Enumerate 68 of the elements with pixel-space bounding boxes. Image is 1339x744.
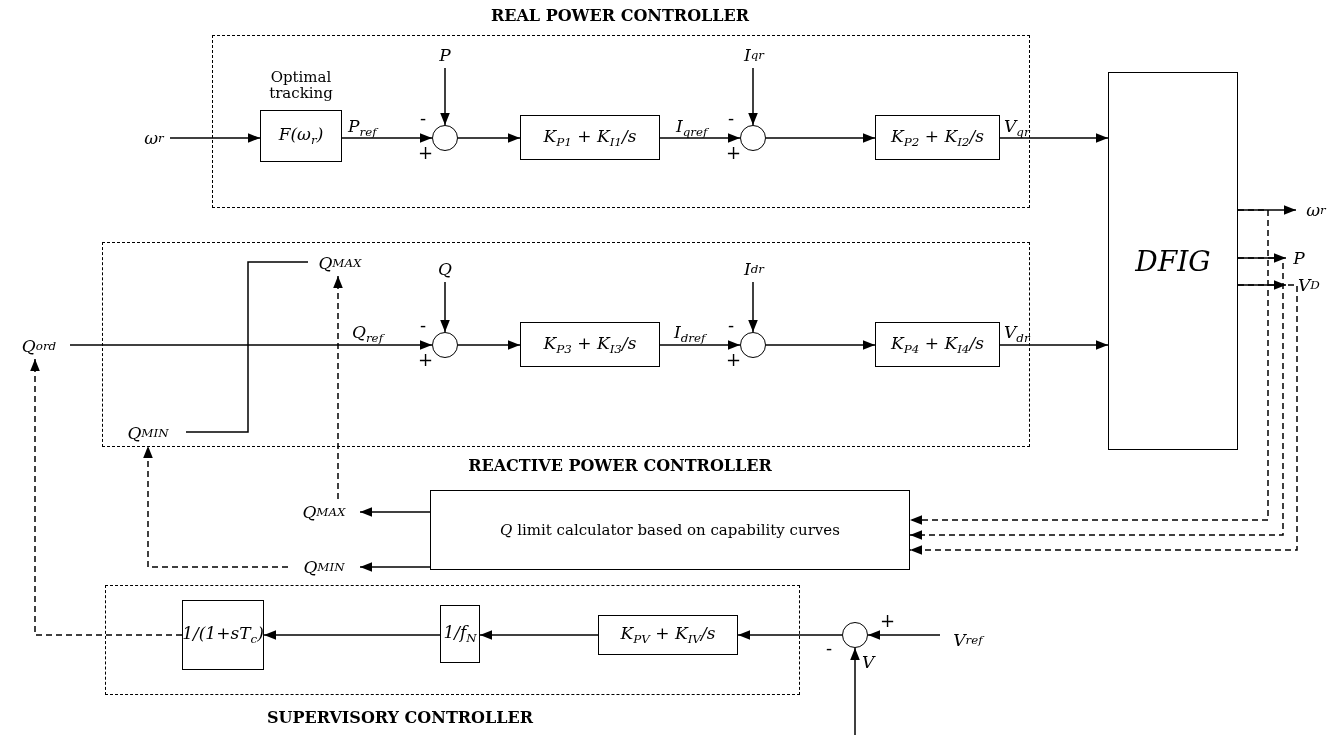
arrow <box>263 630 441 640</box>
group-title: REAL POWER CONTROLLER <box>490 6 750 25</box>
arrow <box>341 133 433 143</box>
edge-label: V$_{dr}$ <box>1004 322 1030 346</box>
transfer-function-block: K$_{PV}$ + K$_{IV}$/s <box>598 615 738 655</box>
edge-label: Q$_{ref}$ <box>352 322 384 346</box>
edge-label: I$_{dref}$ <box>674 322 706 346</box>
sign-label: - <box>826 640 833 658</box>
arrow <box>457 340 521 350</box>
transfer-function-block: K$_{P4}$ + K$_{I4}$/s <box>875 322 1000 367</box>
dashed-arrow <box>143 445 289 568</box>
transfer-function-block: K$_{P2}$ + K$_{I2}$/s <box>875 115 1000 160</box>
limiter-line <box>185 261 309 433</box>
sign-label: - <box>420 110 427 128</box>
sign-label: + <box>880 612 896 630</box>
sign-label: + <box>418 144 434 162</box>
arrow <box>659 340 741 350</box>
sign-label: + <box>726 351 742 369</box>
transfer-function-block: 1/f$_{N}$ <box>440 605 480 663</box>
sign-label: + <box>418 351 434 369</box>
dashed-arrow <box>909 284 1298 555</box>
group-title: REACTIVE POWER CONTROLLER <box>468 456 772 475</box>
sign-label: - <box>728 110 735 128</box>
arrow <box>999 340 1109 350</box>
arrow <box>169 133 261 143</box>
signal-label: P <box>433 42 457 68</box>
transfer-function-block: K$_{P3}$ + K$_{I3}$/s <box>520 322 660 367</box>
signal-label: Q <box>433 256 457 282</box>
dashed-arrow <box>909 209 1269 525</box>
arrow <box>359 562 431 572</box>
arrow <box>479 630 599 640</box>
sign-label: - <box>420 317 427 335</box>
transfer-function-block: F(ω$_{r}$) <box>260 110 342 162</box>
summing-junction <box>740 332 766 358</box>
edge-label: V <box>862 652 875 672</box>
group-title: SUPERVISORY CONTROLLER <box>266 708 534 727</box>
arrow <box>440 67 450 126</box>
edge-label: V$_{qr}$ <box>1004 116 1030 140</box>
transfer-function-block: K$_{P1}$ + K$_{I1}$/s <box>520 115 660 160</box>
arrow <box>748 281 758 333</box>
generator-block: DFIG <box>1108 72 1238 450</box>
arrow <box>440 281 450 333</box>
transfer-function-block: 1/(1+sT$_{c}$) <box>182 600 264 670</box>
arrow <box>765 133 876 143</box>
summing-junction <box>740 125 766 151</box>
calculator-block: Q limit calculator based on capability curves <box>430 490 910 570</box>
summing-junction <box>432 125 458 151</box>
arrow <box>457 133 521 143</box>
arrow <box>765 340 876 350</box>
dashed-arrow <box>30 358 183 636</box>
edge-label: P$_{ref}$ <box>348 116 377 140</box>
summing-junction <box>432 332 458 358</box>
sign-label: + <box>726 144 742 162</box>
arrow <box>659 133 741 143</box>
summing-junction <box>842 622 868 648</box>
edge-label: I$_{qref}$ <box>676 116 708 140</box>
block-caption: Optimal tracking <box>268 66 334 104</box>
arrow <box>737 630 843 640</box>
dashed-arrow <box>333 275 343 500</box>
arrow <box>999 133 1109 143</box>
arrow <box>850 647 860 736</box>
sign-label: - <box>728 317 735 335</box>
dashed-arrow <box>909 257 1284 540</box>
signal-label: P <box>1286 246 1312 270</box>
arrow <box>69 340 433 350</box>
arrow <box>867 630 941 640</box>
arrow <box>359 507 431 517</box>
arrow <box>748 67 758 126</box>
